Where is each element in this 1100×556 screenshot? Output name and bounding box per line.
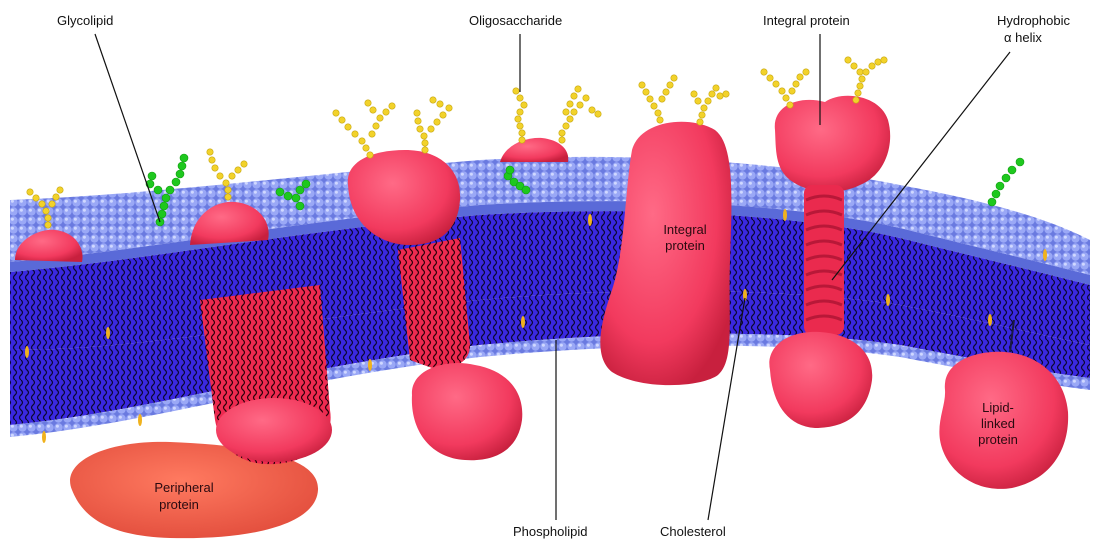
integral-protein-inner-label-line1: Integral (655, 222, 715, 237)
peripheral-protein-label-line1: Peripheral (144, 480, 224, 495)
phospholipid-label: Phospholipid (513, 524, 587, 539)
transmembrane-protein-left-bottom (216, 398, 332, 462)
hydrophobic-helix-label-line2: α helix (1004, 30, 1042, 45)
integral-protein-inner-label-line2: protein (655, 238, 715, 253)
lipid-linked-label-line2: linked (968, 416, 1028, 431)
surface-protein-3 (500, 138, 568, 162)
glycolipid-label: Glycolipid (57, 13, 113, 28)
lipid-linked-label-line3: protein (968, 432, 1028, 447)
lipid-linked-label-line1: Lipid- (968, 400, 1028, 415)
cholesterol-label: Cholesterol (660, 524, 726, 539)
hydrophobic-helix-label-line1: Hydrophobic (997, 13, 1070, 28)
peripheral-protein-label-line2: protein (144, 497, 214, 512)
oligosaccharide-label: Oligosaccharide (469, 13, 562, 28)
helix-protein-bottom (769, 332, 872, 428)
transmembrane-protein-center-left (398, 238, 470, 368)
integral-protein-label: Integral protein (763, 13, 850, 28)
globular-protein-bottom (412, 363, 522, 460)
helix-protein-top (775, 96, 890, 192)
